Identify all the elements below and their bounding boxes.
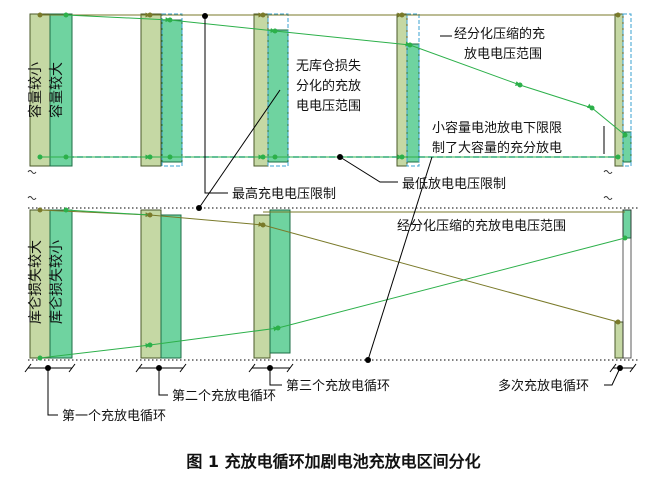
annot-small-limits-l1: 小容量电池放电下限限: [432, 120, 562, 136]
bottom-bar-small-loss-c3: [269, 209, 291, 354]
bottom-trajectories: [39, 209, 626, 359]
top-bar-small-c3: [253, 13, 269, 167]
annot-compressed-l1: 经分化压缩的充: [454, 26, 545, 42]
bottom-bar-small-loss-c2: [160, 214, 182, 359]
cycle-brackets: [24, 363, 637, 373]
label-loss-small: 库仑损失较小: [49, 240, 65, 324]
annotations: 无库仓损失 分化的充放 电电压范围 经分化压缩的充 放电电压范围 小容量电池放电…: [62, 26, 589, 424]
top-bar-small-cn: [614, 13, 624, 167]
label-min-voltage: 最低放电电压限制: [402, 177, 506, 192]
annot-compressed-l2: 放电电压范围: [464, 47, 542, 62]
annot-no-loss-l1: 无库仓损失: [296, 58, 361, 74]
label-max-voltage: 最高充电电压限制: [232, 186, 336, 202]
figure-caption: 图 1 充放电循环加剧电池充放电区间分化: [186, 452, 481, 471]
bottom-panel: [29, 209, 632, 359]
label-cycle-2: 第二个充放电循环: [172, 388, 276, 404]
top-bar-large-c2: [161, 19, 183, 163]
bottom-bar-outline-cn: [622, 209, 632, 359]
bar-labels: 容量较小 容量较大 库仑损失较大 库仑损失较小: [27, 62, 65, 324]
top-bar-small-c4: [396, 13, 408, 167]
bottom-lower-green-trajectory: [39, 237, 626, 359]
top-bar-large-c4: [406, 43, 420, 163]
axis-break-marks: [27, 170, 613, 200]
bottom-bar-large-loss-c2: [140, 209, 162, 359]
bottom-points: [37, 207, 628, 361]
label-cycle-1: 第一个充放电循环: [62, 408, 166, 424]
bottom-bar-small-loss-c1: [49, 209, 73, 359]
label-cycle-many: 多次充放电循环: [498, 378, 589, 394]
bottom-upper-olive-trajectory: [39, 209, 619, 323]
bottom-green-trajectory: [65, 209, 151, 216]
top-bar-outline-cn: [622, 13, 632, 167]
bottom-bar-large-loss-cn: [614, 321, 624, 359]
leader-lines: [47, 16, 621, 416]
annot-small-limits-l2: 制了大容量的充分放电: [432, 140, 562, 156]
top-bar-small-c2: [140, 13, 162, 167]
label-loss-large: 库仑损失较大: [28, 240, 44, 324]
annot-bottom-compressed: 经分化压缩的充放电电压范围: [397, 218, 566, 234]
top-bar-large-c1: [49, 13, 73, 167]
bottom-bar-large-loss-c3: [253, 214, 271, 359]
label-capacity-large: 容量较大: [48, 62, 65, 118]
annot-no-loss-l2: 分化的充放: [296, 78, 361, 94]
bottom-bar-small-loss-cn: [622, 209, 632, 239]
top-points: [37, 12, 628, 160]
label-capacity-small: 容量较小: [27, 62, 44, 118]
label-cycle-3: 第三个充放电循环: [286, 378, 390, 394]
annot-no-loss-l3: 电电压范围: [296, 99, 361, 114]
top-bar-large-c3: [267, 29, 289, 163]
